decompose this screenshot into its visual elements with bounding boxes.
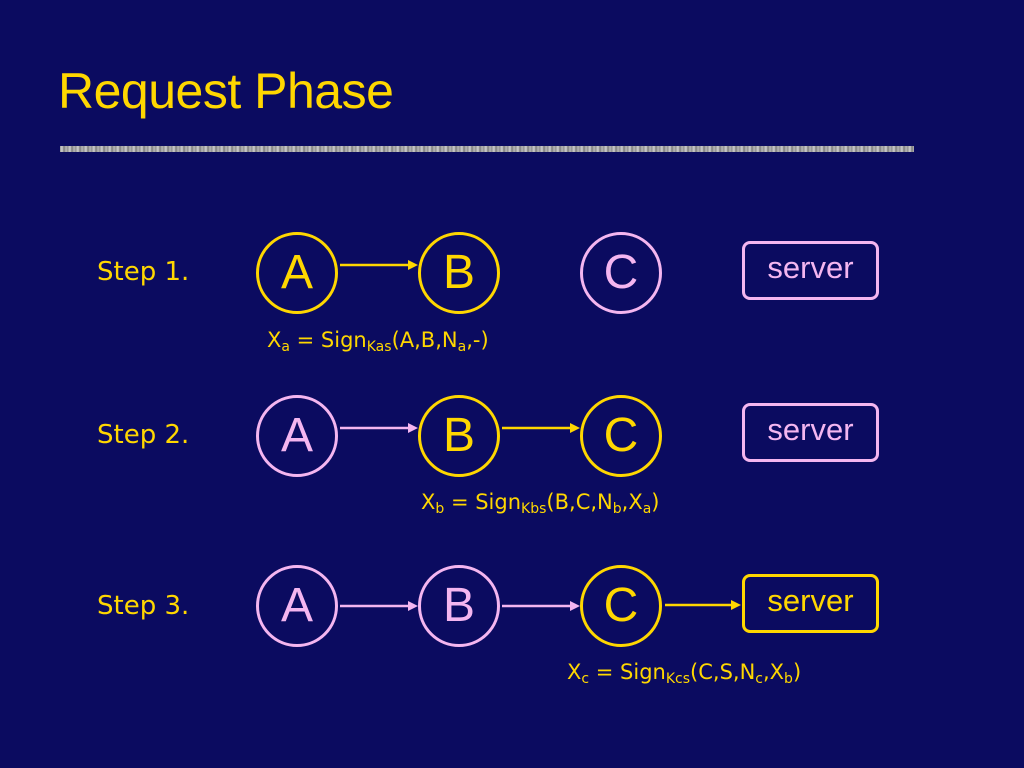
- step-2-arrow-b-c: [502, 423, 580, 433]
- step-1-node-b: B: [418, 232, 500, 314]
- step-3-arrow-a-b: [340, 601, 418, 611]
- step-2-node-c: C: [580, 395, 662, 477]
- step-3-formula: Xc = SignKcs(C,S,Nc,Xb): [567, 660, 802, 687]
- step-3-arrow-b-c: [502, 601, 580, 611]
- step-1-node-a: A: [256, 232, 338, 314]
- step-1-server: server: [742, 241, 879, 300]
- step-2-formula: Xb = SignKbs(B,C,Nb,Xa): [421, 490, 660, 517]
- step-2-node-a: A: [256, 395, 338, 477]
- step-3-node-b: B: [418, 565, 500, 647]
- step-1-node-c: C: [580, 232, 662, 314]
- step-3-node-c: C: [580, 565, 662, 647]
- step-1-label: Step 1.: [97, 257, 190, 287]
- step-2-arrow-a-b: [340, 423, 418, 433]
- step-1-formula: Xa = SignKas(A,B,Na,-): [267, 328, 489, 355]
- step-3-arrow-c-server: [665, 600, 741, 610]
- step-2-server: server: [742, 403, 879, 462]
- page-title: Request Phase: [58, 63, 394, 119]
- step-2-label: Step 2.: [97, 420, 190, 450]
- step-1-arrow-a-b: [340, 260, 418, 270]
- step-3-server: server: [742, 574, 879, 633]
- step-3-node-a: A: [256, 565, 338, 647]
- step-2-node-b: B: [418, 395, 500, 477]
- title-divider: [60, 146, 914, 152]
- step-3-label: Step 3.: [97, 591, 190, 621]
